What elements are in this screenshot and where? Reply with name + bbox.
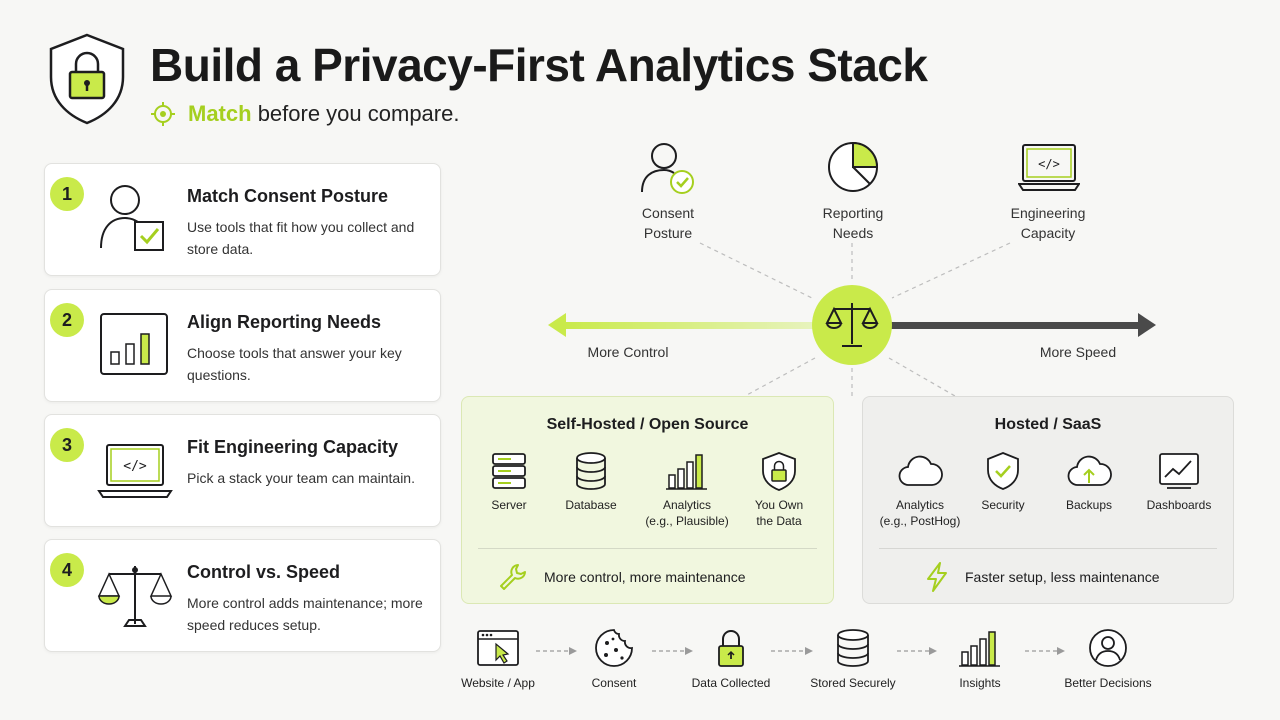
panel-item-backups: Backups xyxy=(1044,451,1134,513)
panel-title: Hosted / SaaS xyxy=(994,416,1102,433)
panel-item-server: Server xyxy=(464,451,554,513)
panel-divider xyxy=(879,548,1217,549)
flow-step-label: Consent xyxy=(591,676,637,690)
panel-footer-text: Faster setup, less maintenance xyxy=(965,569,1160,585)
flow-step-website: Website / App xyxy=(448,628,548,690)
shield-lock-icon xyxy=(49,33,125,125)
server-icon xyxy=(492,453,526,489)
panel-divider xyxy=(478,548,817,549)
balance-scale-icon xyxy=(825,303,879,347)
svg-text:</>: </> xyxy=(123,459,147,474)
panel-footer: Faster setup, less maintenance xyxy=(925,562,1160,592)
bar-chart-icon xyxy=(959,631,1000,667)
step-description: Choose tools that answer your key questi… xyxy=(187,345,402,383)
step-number: 2 xyxy=(50,303,84,337)
page-subtitle: Match before you compare. xyxy=(150,101,459,127)
panel-footer-text: More control, more maintenance xyxy=(544,569,746,585)
step-card-engineering: 3 </> Fit Engineering Capacity Pick a st… xyxy=(44,414,441,527)
panel-item-analytics: Analytics (e.g., PostHog) xyxy=(875,451,965,529)
user-check-icon xyxy=(641,143,694,194)
database-icon xyxy=(576,452,606,490)
panel-item-label: You Own the Data xyxy=(754,498,804,528)
panel-item-label: Backups xyxy=(1065,498,1113,512)
flow-step-label: Stored Securely xyxy=(810,676,896,690)
flow-step-consent: Consent xyxy=(564,628,664,690)
lock-icon xyxy=(718,630,744,667)
target-icon xyxy=(151,102,175,126)
user-icon xyxy=(1089,629,1127,667)
shield-check-icon xyxy=(987,452,1019,490)
flow-arrows xyxy=(536,647,1065,655)
step-card-reporting: 2 Align Reporting Needs Choose tools tha… xyxy=(44,289,441,402)
step-title: Fit Engineering Capacity xyxy=(187,437,399,457)
panel-title: Self-Hosted / Open Source xyxy=(546,416,749,433)
panel-item-own-data: You Own the Data xyxy=(734,451,824,529)
flow-step-stored: Stored Securely xyxy=(803,628,903,690)
step-number: 3 xyxy=(50,428,84,462)
panel-footer: More control, more maintenance xyxy=(498,562,746,592)
laptop-code-icon: </> xyxy=(97,444,173,498)
speed-arrow-shaft xyxy=(890,322,1142,329)
factor-label-consent: Consent Posture xyxy=(641,205,695,241)
factor-label-engineering: Engineering Capacity xyxy=(1010,205,1086,241)
database-icon xyxy=(837,629,869,667)
bar-chart-icon xyxy=(100,313,168,375)
browser-cursor-icon xyxy=(477,630,519,666)
flow-step-label: Data Collected xyxy=(691,676,771,690)
step-description: Pick a stack your team can maintain. xyxy=(187,470,415,486)
step-description: Use tools that fit how you collect and s… xyxy=(187,219,415,257)
bar-chart-icon xyxy=(666,454,707,490)
step-description: More control adds maintenance; more spee… xyxy=(187,595,423,633)
panel-item-label: Analytics (e.g., Plausible) xyxy=(645,498,729,528)
axis-label-speed: More Speed xyxy=(1039,344,1117,360)
step-title: Match Consent Posture xyxy=(187,186,389,206)
panel-item-label: Dashboards xyxy=(1146,498,1212,512)
flow-step-label: Insights xyxy=(959,676,1001,690)
step-number: 1 xyxy=(50,177,84,211)
control-arrow-shaft xyxy=(562,322,814,329)
wrench-icon xyxy=(500,564,526,590)
cookie-icon xyxy=(595,629,633,667)
cloud-upload-icon xyxy=(1067,455,1112,486)
step-card-consent: 1 Match Consent Posture Use tools that f… xyxy=(44,163,441,276)
step-title: Align Reporting Needs xyxy=(187,312,382,332)
laptop-code-icon: </> xyxy=(1018,144,1080,191)
step-title: Control vs. Speed xyxy=(187,562,341,582)
panel-item-label: Security xyxy=(981,498,1025,512)
svg-text:</>: </> xyxy=(1038,157,1060,171)
speed-arrow-head xyxy=(1138,313,1156,337)
panel-item-security: Security xyxy=(958,451,1048,513)
step-card-control-speed: 4 Control vs. Speed More control adds ma… xyxy=(44,539,441,652)
shield-lock-icon xyxy=(762,452,796,491)
factor-label-reporting: Reporting Needs xyxy=(822,205,884,241)
flow-step-insights: Insights xyxy=(930,628,1030,690)
pie-chart-icon xyxy=(828,141,879,192)
line-chart-icon xyxy=(1159,453,1199,489)
page-title: Build a Privacy-First Analytics Stack xyxy=(150,39,928,91)
flow-step-decisions: Better Decisions xyxy=(1058,628,1158,690)
flow-step-data-collected: Data Collected xyxy=(681,628,781,690)
panel-item-database: Database xyxy=(546,451,636,513)
flow-step-label: Better Decisions xyxy=(1064,676,1152,690)
user-check-icon xyxy=(100,185,164,251)
hosted-panel: Hosted / SaaS Analytics (e.g., PostHog) … xyxy=(862,396,1234,604)
panel-item-label: Analytics (e.g., PostHog) xyxy=(879,498,961,528)
lightning-icon xyxy=(927,562,947,592)
self-hosted-panel: Self-Hosted / Open Source Server Databas… xyxy=(461,396,834,604)
step-number: 4 xyxy=(50,553,84,587)
subtitle-text: before you compare. xyxy=(257,101,460,126)
balance-scale-icon xyxy=(97,566,173,627)
subtitle-highlight: Match xyxy=(188,101,252,126)
panel-item-analytics: Analytics (e.g., Plausible) xyxy=(642,451,732,529)
panel-item-label: Server xyxy=(491,498,527,512)
panel-item-label: Database xyxy=(565,498,617,512)
control-arrow-head xyxy=(548,313,566,337)
flow-step-label: Website / App xyxy=(461,676,535,690)
axis-label-control: More Control xyxy=(587,344,669,360)
cloud-icon xyxy=(898,455,943,486)
panel-item-dashboards: Dashboards xyxy=(1134,451,1224,513)
